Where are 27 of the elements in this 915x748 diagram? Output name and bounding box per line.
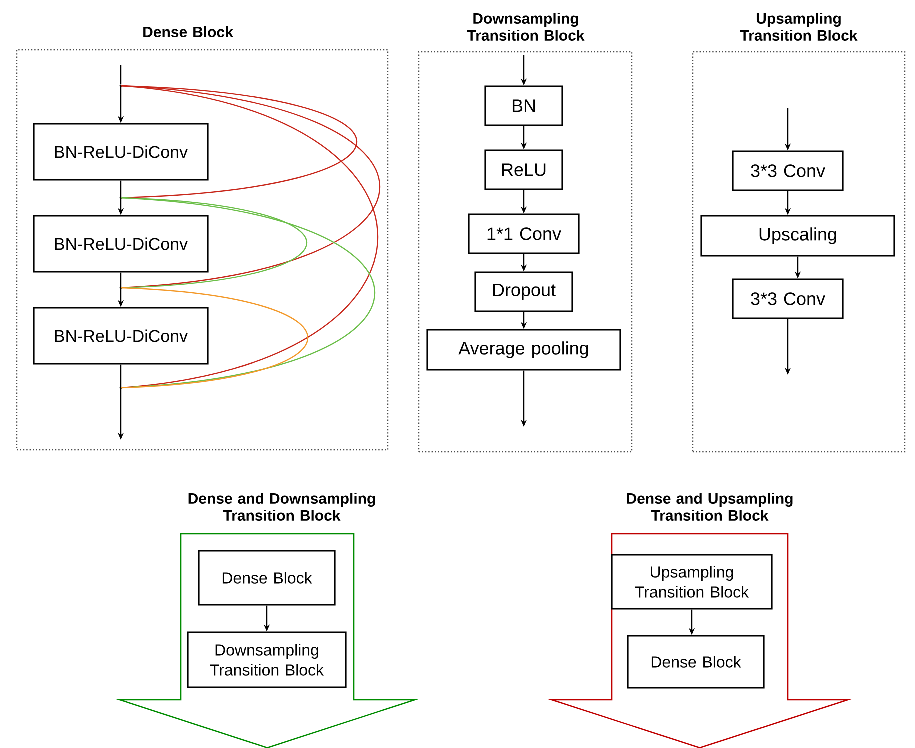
process-box: BN-ReLU-DiConv (33, 307, 209, 365)
process-box: ReLU (484, 150, 564, 190)
process-box: 1*1 Conv (468, 214, 580, 254)
process-box: BN (484, 86, 564, 126)
block-heading: Upsampling Transition Block (740, 13, 858, 41)
process-box: Upscaling (700, 215, 896, 257)
connector-line (120, 180, 122, 198)
process-box: Average pooling (426, 329, 622, 371)
connector-line (120, 272, 122, 288)
connector-curve (120, 197, 375, 389)
process-box: Dense Block (198, 550, 336, 606)
process-box: Dropout (474, 272, 574, 312)
connector-line (120, 65, 122, 85)
process-box: BN-ReLU-DiConv (33, 215, 209, 273)
block-heading: Dense Block (144, 26, 234, 38)
connector-curve (120, 85, 378, 389)
process-box: Downsampling Transition Block (187, 632, 347, 688)
process-box: 3*3 Conv (732, 278, 844, 320)
block-heading: Dense and Downsampling Transition Block (188, 493, 376, 521)
process-box: 3*3 Conv (732, 150, 844, 192)
block-heading: Downsampling Transition Block (467, 13, 585, 41)
process-box: Upsampling Transition Block (611, 554, 773, 610)
connector-curve (120, 287, 308, 389)
process-box: Dense Block (627, 635, 765, 689)
block-heading: Dense and Upsampling Transition Block (627, 493, 793, 521)
connector-line (120, 364, 122, 388)
process-box: BN-ReLU-DiConv (33, 123, 209, 181)
